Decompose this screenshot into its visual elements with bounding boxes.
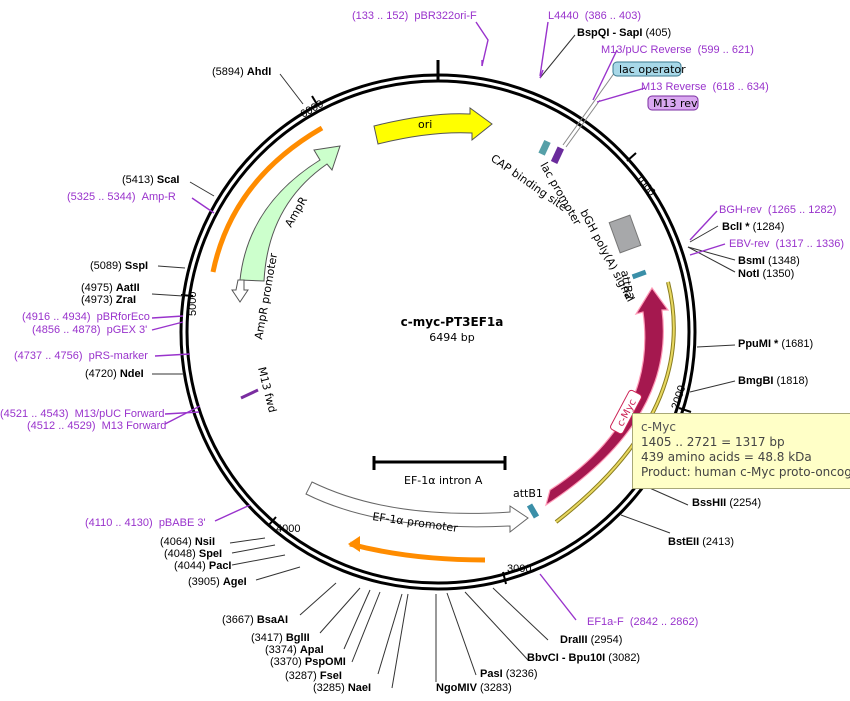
enzyme-nsii[interactable]: (4064) NsiI — [160, 536, 216, 548]
orange-arc-left — [210, 125, 324, 273]
tick-label-3000: 3000 — [507, 563, 531, 575]
enzyme-bglii[interactable]: (3417) BglII — [251, 632, 310, 644]
olive-arc-inner — [555, 281, 675, 523]
attb1-label: attB1 — [513, 487, 543, 500]
tooltip-title: c-Myc — [641, 420, 676, 434]
enzyme-apai[interactable]: (3374) ApaI — [265, 644, 324, 656]
cap-binding-site-feature — [538, 139, 551, 156]
ef1a-intron-feature — [372, 456, 507, 470]
attb1-feature — [526, 503, 540, 519]
primer-pgex3[interactable]: (4856 .. 4878) pGEX 3' — [32, 324, 148, 336]
primer-leaders — [151, 21, 726, 621]
tooltip-range: 1405 .. 2721 = 1317 bp — [641, 435, 785, 449]
enzyme-bsaai[interactable]: (3667) BsaAI — [222, 614, 289, 626]
enzyme-ngomiv[interactable]: NgoMIV (3283) — [436, 682, 512, 694]
enzyme-scai[interactable]: (5413) ScaI — [122, 174, 180, 186]
lac-operator-tag: lac operator — [612, 61, 686, 77]
primer-amp-r[interactable]: (5325 .. 5344) Amp-R — [67, 191, 176, 203]
primer-pbrforeco[interactable]: (4916 .. 4934) pBRforEco — [22, 311, 150, 323]
tick-3000 — [502, 571, 507, 585]
enzyme-bbvci[interactable]: BbvCI - Bpu10I (3082) — [527, 652, 641, 664]
m13-rev-tag: M13 rev — [647, 95, 699, 111]
enzyme-bsmi[interactable]: BsmI (1348) — [738, 255, 800, 267]
ampr-promoter-feature — [231, 279, 249, 303]
enzyme-ahdi[interactable]: (5894) AhdI — [212, 66, 272, 78]
tick-marks — [180, 95, 692, 585]
primer-ebv-rev[interactable]: EBV-rev (1317 .. 1336) — [729, 238, 844, 250]
enzyme-ndei[interactable]: (4720) NdeI — [85, 368, 144, 380]
tick-label-4000: 4000 — [276, 523, 300, 535]
m13fwd-feature — [240, 388, 259, 400]
ori-feature — [373, 107, 493, 145]
enzyme-bsteii[interactable]: BstEII (2413) — [668, 536, 735, 548]
primer-pbabe3[interactable]: (4110 .. 4130) pBABE 3' — [85, 517, 206, 529]
enzyme-bspqi[interactable]: BspQI - SapI (405) — [577, 27, 672, 39]
enzyme-draiii[interactable]: DraIII (2954) — [560, 634, 623, 646]
enzyme-bcli[interactable]: BclI * (1284) — [722, 221, 785, 233]
cmyc-feature — [545, 286, 670, 507]
enzyme-noti[interactable]: NotI (1350) — [738, 268, 795, 280]
tick-1000 — [626, 152, 637, 162]
enzyme-pspomi[interactable]: (3370) PspOMI — [270, 656, 346, 668]
enzyme-fsei[interactable]: (3287) FseI — [285, 670, 342, 682]
ampr-feature — [239, 145, 341, 282]
backbone — [179, 60, 697, 591]
enzyme-paci[interactable]: (4044) PacI — [174, 560, 232, 572]
enzyme-naei[interactable]: (3285) NaeI — [313, 682, 372, 694]
orange-arc-bottom-head — [348, 536, 360, 552]
primer-prs-marker[interactable]: (4737 .. 4756) pRS-marker — [14, 350, 148, 362]
attb2-label: attB2 — [618, 269, 636, 301]
m13-rev-leader — [565, 99, 601, 148]
plasmid-title: c-myc-PT3EF1a 6494 bp — [401, 315, 504, 344]
ef1a-promoter-feature — [305, 481, 529, 534]
enzyme-spei[interactable]: (4048) SpeI — [164, 548, 223, 560]
svg-text:M13 rev: M13 rev — [653, 97, 698, 110]
svg-text:lac operator: lac operator — [619, 63, 686, 76]
tick-label-5000: 5000 — [187, 292, 199, 316]
tick-6000 — [311, 95, 319, 107]
lac-promoter-feature — [550, 146, 565, 164]
primer-pbr322ori-f[interactable]: (133 .. 152) pBR322ori-F — [352, 10, 477, 22]
plasmid-name: c-myc-PT3EF1a — [401, 315, 504, 329]
lac-operator-leader — [562, 71, 616, 146]
enzyme-ppumi[interactable]: PpuMI * (1681) — [738, 338, 814, 350]
primer-bgh-rev[interactable]: BGH-rev (1265 .. 1282) — [719, 204, 837, 216]
enzyme-bmgbi[interactable]: BmgBI (1818) — [738, 375, 809, 387]
orange-arc-bottom — [349, 541, 486, 563]
primer-ef1a-f[interactable]: EF1a-F (2842 .. 2862) — [587, 616, 699, 628]
plasmid-size: 6494 bp — [429, 331, 474, 344]
tooltip-protein: 439 amino acids = 48.8 kDa — [641, 450, 812, 464]
primer-m13puc-forward[interactable]: (4521 .. 4543) M13/pUC Forward — [0, 408, 165, 420]
enzyme-bsshii[interactable]: BssHII (2254) — [692, 497, 762, 509]
enzyme-aatii[interactable]: (4975) AatII — [81, 282, 140, 294]
enzyme-pasi[interactable]: PasI (3236) — [480, 668, 538, 680]
enzyme-agei[interactable]: (3905) AgeI — [188, 576, 247, 588]
primer-m13puc-reverse[interactable]: M13/pUC Reverse (599 .. 621) — [601, 44, 754, 56]
attb2-feature — [631, 269, 647, 280]
enzyme-leaders — [151, 34, 736, 689]
tick-2000 — [678, 407, 692, 413]
feature-tooltip: c-Myc 1405 .. 2721 = 1317 bp 439 amino a… — [632, 413, 850, 489]
tooltip-product: Product: human c-Myc proto-oncogene — [641, 465, 850, 479]
tick-5000 — [180, 294, 194, 297]
enzyme-zrai[interactable]: (4973) ZraI — [81, 294, 137, 306]
primer-m13-forward[interactable]: (4512 .. 4529) M13 Forward — [27, 420, 167, 432]
enzyme-sspi[interactable]: (5089) SspI — [90, 260, 149, 272]
tick-4000 — [267, 516, 277, 527]
ef1a-intron-label: EF-1α intron A — [404, 474, 483, 487]
bgh-polya-feature — [608, 214, 642, 254]
primer-l4440[interactable]: L4440 (386 .. 403) — [548, 10, 641, 22]
ori-label: ori — [418, 118, 432, 131]
primer-m13-reverse[interactable]: M13 Reverse (618 .. 634) — [641, 81, 769, 93]
